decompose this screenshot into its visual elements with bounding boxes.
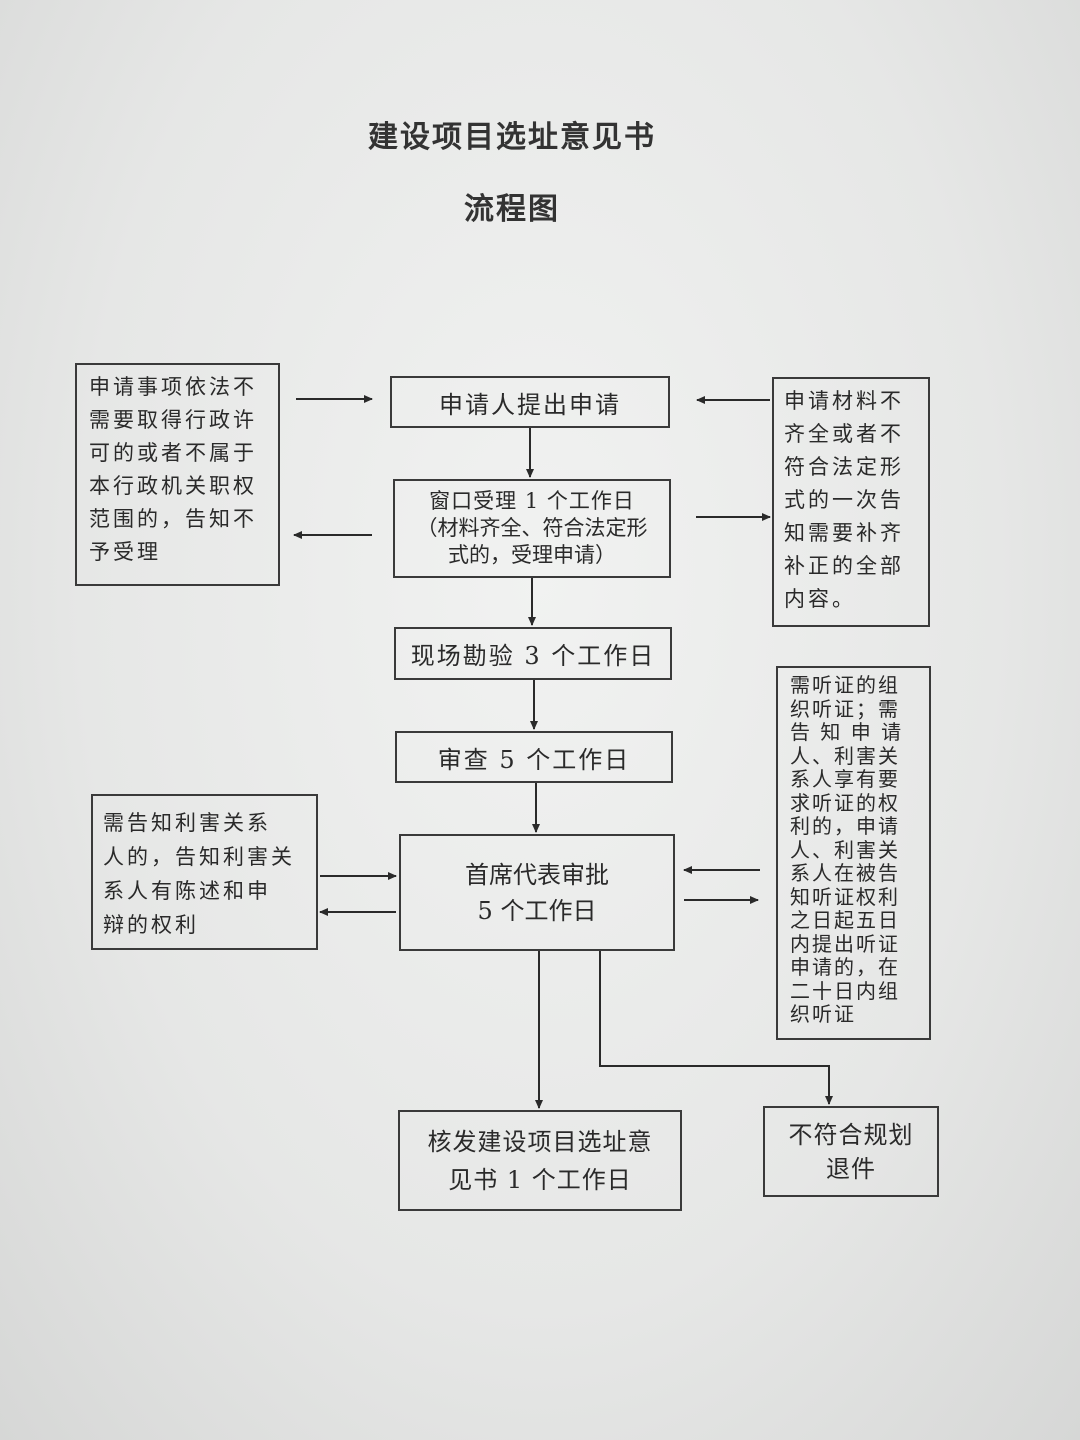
- note-line: 系人在被告: [790, 861, 900, 885]
- note-line: 人、利害关: [790, 837, 900, 862]
- chief-approval-box: 首席代表审批 5 个工作日: [399, 834, 675, 951]
- document-title: 建设项目选址意见书: [368, 120, 656, 155]
- window-line-1: 窗口受理 1 个工作日: [429, 489, 635, 513]
- note-line: 予受理: [89, 540, 161, 564]
- note-line: 告 知 申 请: [790, 720, 904, 744]
- note-line: 需要取得行政许: [89, 408, 257, 432]
- note-line: 申请事项依法不: [89, 375, 257, 399]
- issue-line-2: 见书 1 个工作日: [448, 1165, 632, 1194]
- note-line: 利的，申请: [790, 814, 900, 838]
- reject-box: 不符合规划 退件: [763, 1106, 939, 1197]
- note-line: 符合法定形: [784, 455, 904, 479]
- note-line: 知需要补齐: [784, 521, 904, 545]
- note-line: 之日起五日: [790, 908, 900, 932]
- reject-line-1: 不符合规划: [788, 1120, 914, 1149]
- note-line: 织听证: [790, 1002, 856, 1026]
- note-line: 人、利害关: [790, 743, 900, 768]
- note-line: 系人享有要: [790, 767, 900, 791]
- window-acceptance-box: 窗口受理 1 个工作日 （材料齐全、符合法定形 式的，受理申请）: [393, 479, 671, 578]
- site-inspection-box: 现场勘验 3 个工作日: [394, 627, 672, 680]
- apply-box: 申请人提出申请: [390, 376, 670, 428]
- chief-approval-line-1: 首席代表审批: [465, 860, 609, 889]
- note-line: 内容。: [784, 587, 856, 611]
- note-line: 范围的，告知不: [89, 507, 257, 531]
- hearing-note: 需听证的组 织听证；需 告 知 申 请 人、利害关 系人享有要 求听证的权 利的…: [776, 666, 931, 1040]
- note-line: 申请的，在: [790, 955, 900, 979]
- incomplete-materials-note: 申请材料不 齐全或者不 符合法定形 式的一次告 知需要补齐 补正的全部 内容。: [772, 377, 930, 627]
- note-line: 申请材料不: [784, 389, 904, 413]
- not-accepted-note: 申请事项依法不 需要取得行政许 可的或者不属于 本行政机关职权 范围的，告知不 …: [75, 363, 280, 586]
- note-line: 可的或者不属于: [89, 441, 257, 465]
- note-line: 齐全或者不: [784, 422, 904, 446]
- window-line-2: （材料齐全、符合法定形: [416, 516, 648, 540]
- note-line: 二十日内组: [790, 978, 900, 1003]
- note-line: 需听证的组: [790, 673, 900, 697]
- issue-line-1: 核发建设项目选址意: [427, 1127, 653, 1156]
- note-line: 知听证权利: [790, 884, 900, 909]
- note-line: 求听证的权: [790, 790, 900, 815]
- note-line: 需告知利害关系: [103, 811, 271, 835]
- note-line: 内提出听证: [790, 931, 900, 956]
- interested-party-note: 需告知利害关系 人的，告知利害关 系人有陈述和申 辩的权利: [91, 794, 318, 950]
- note-line: 人的，告知利害关: [103, 845, 295, 869]
- review-box: 审查 5 个工作日: [395, 731, 673, 783]
- note-line: 式的一次告: [784, 488, 904, 512]
- site-inspection-label: 现场勘验 3 个工作日: [410, 642, 656, 670]
- apply-label: 申请人提出申请: [439, 390, 621, 419]
- chief-approval-line-2: 5 个工作日: [477, 896, 597, 925]
- note-line: 系人有陈述和申: [103, 879, 271, 903]
- arrow-approval-to-reject: [599, 951, 833, 1105]
- window-line-3: 式的，受理申请）: [448, 543, 616, 567]
- note-line: 织听证；需: [790, 696, 900, 721]
- review-label: 审查 5 个工作日: [437, 745, 631, 774]
- reject-line-2: 退件: [826, 1154, 876, 1183]
- note-line: 本行政机关职权: [89, 474, 257, 498]
- note-line: 补正的全部: [784, 554, 904, 578]
- note-line: 辩的权利: [103, 913, 199, 937]
- issue-opinion-box: 核发建设项目选址意 见书 1 个工作日: [398, 1110, 682, 1211]
- document-subtitle: 流程图: [464, 192, 560, 227]
